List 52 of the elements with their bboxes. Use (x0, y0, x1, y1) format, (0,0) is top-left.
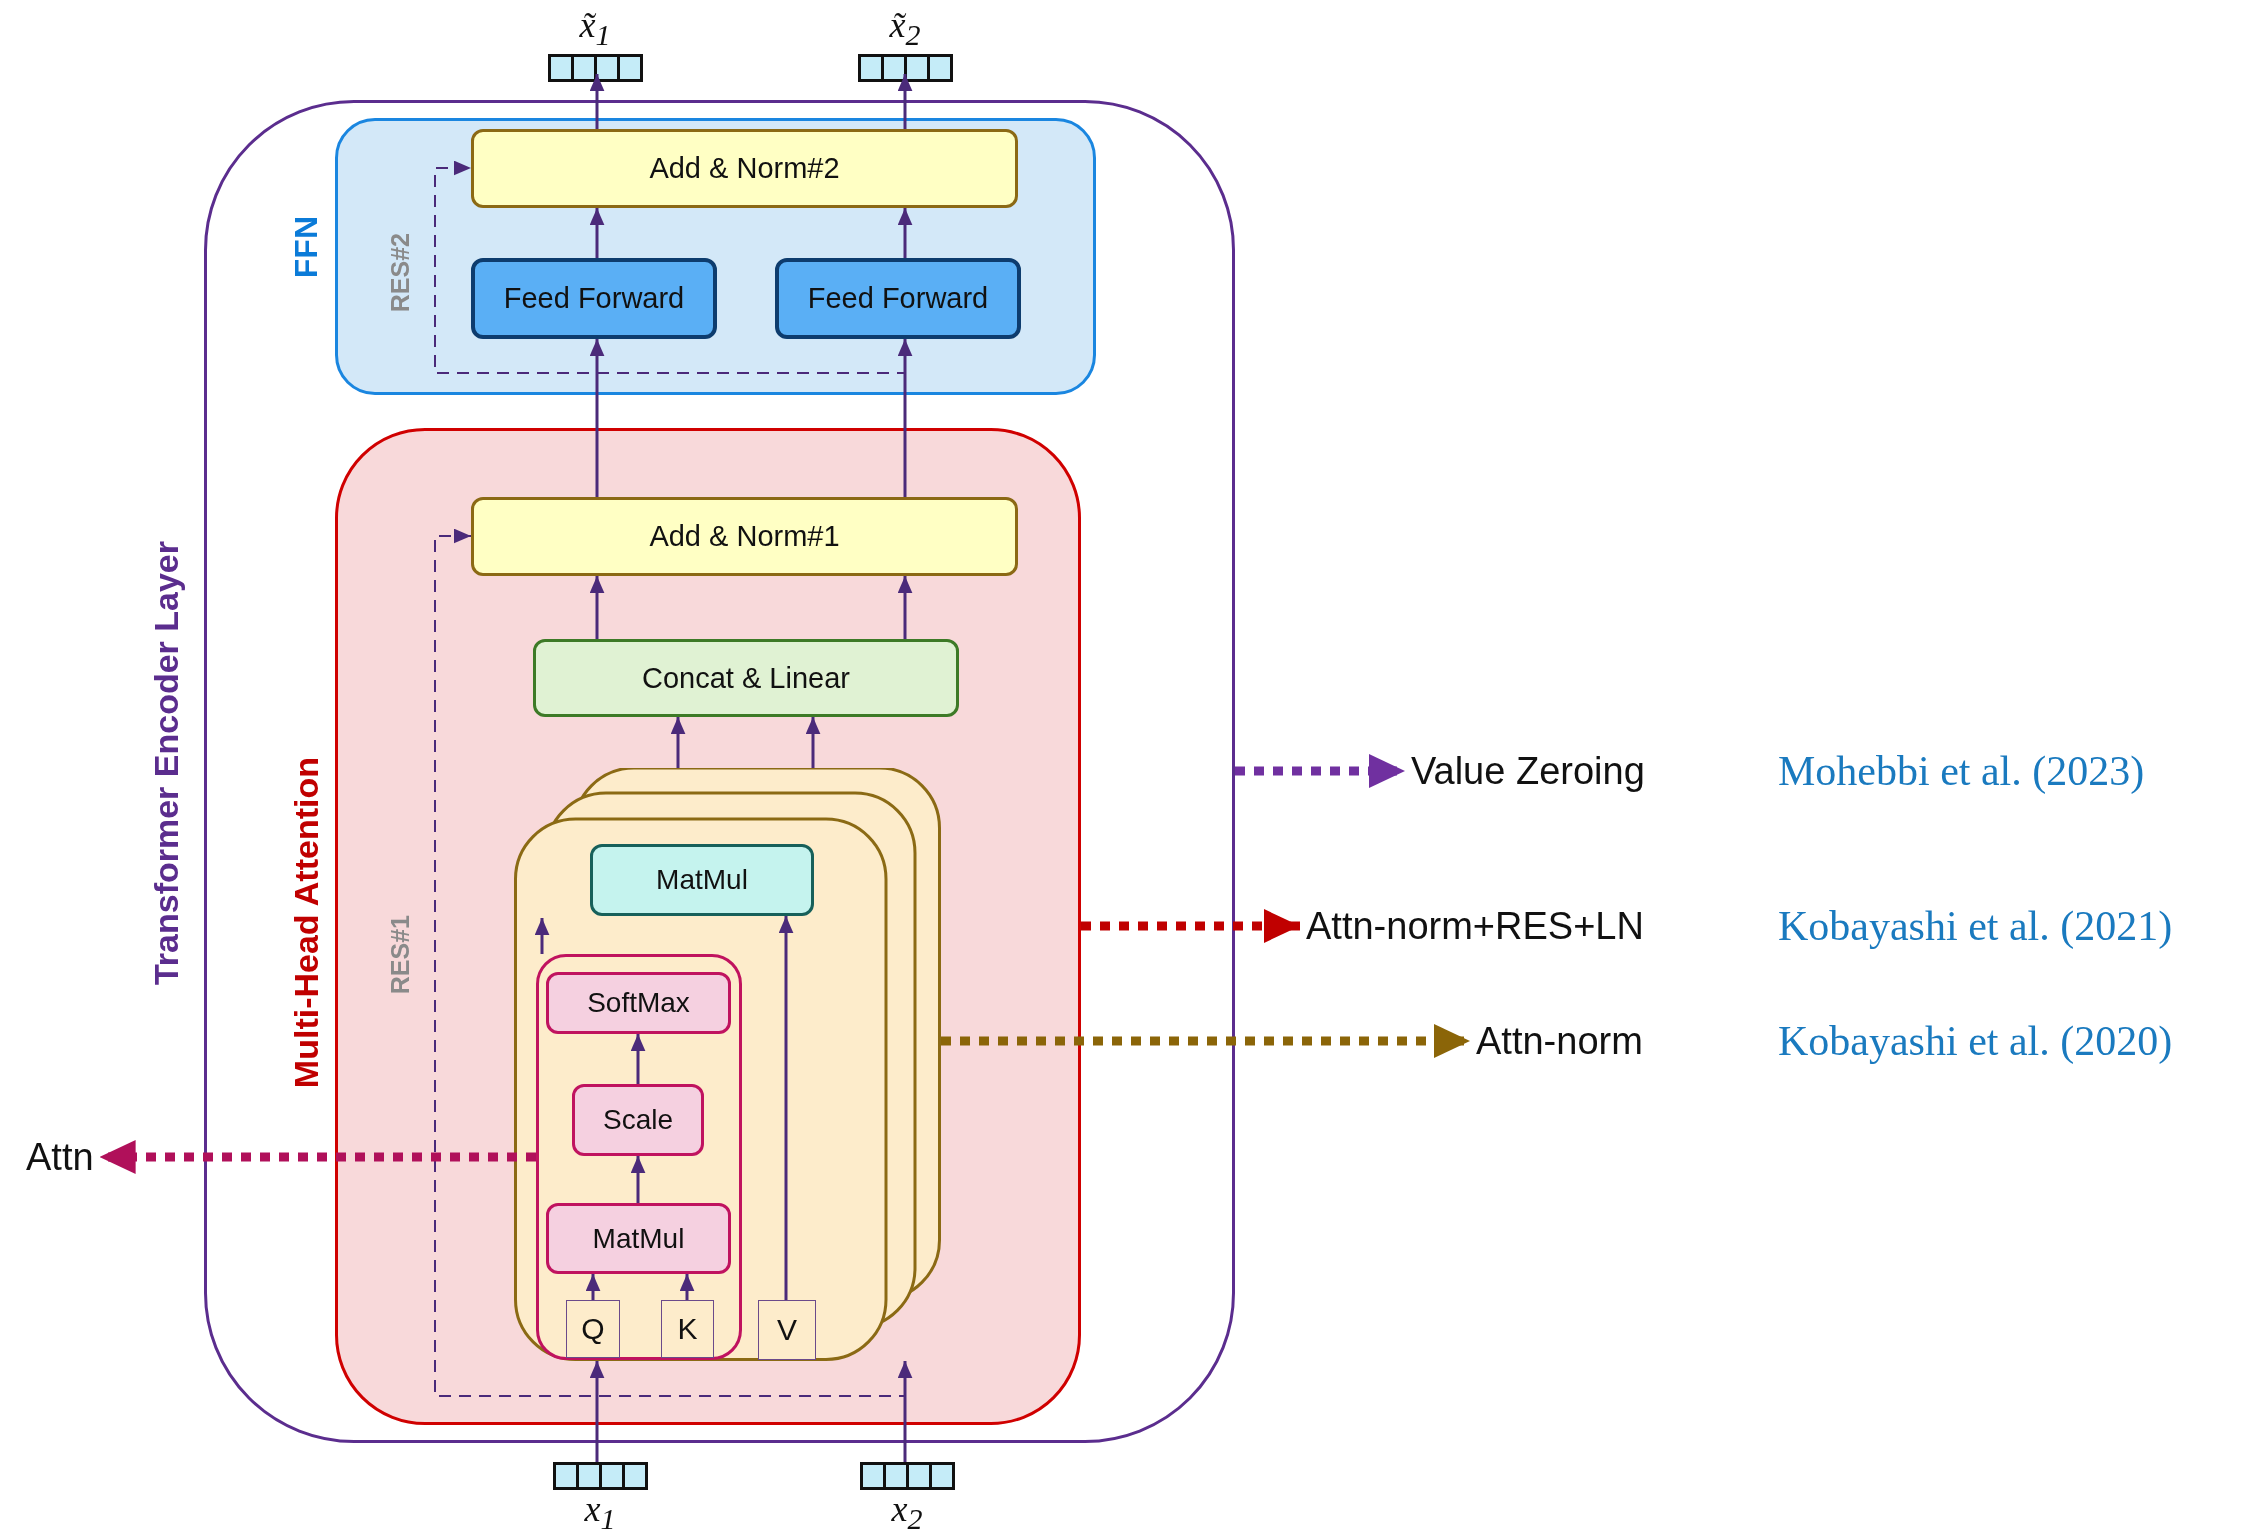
dotted-arrow (99, 1140, 536, 1174)
arrow (679, 1274, 695, 1300)
feed-forward-box: Feed Forward (471, 258, 717, 339)
dotted-arrow (1081, 909, 1300, 943)
attention-heads-stack (514, 768, 941, 1361)
operation-box: MatMul (546, 1203, 731, 1274)
edge-label: RES#2 (387, 233, 413, 313)
arrow (589, 208, 605, 258)
feed-forward-box: Feed Forward (775, 258, 1021, 339)
vector-label: x̃$_{1}$ (579, 6, 611, 54)
vector-label: x̃$_{2}$ (889, 6, 921, 54)
arrow (589, 339, 605, 497)
arrow (897, 208, 913, 258)
operation-box: Scale (572, 1084, 704, 1156)
arrow (630, 1034, 646, 1084)
arrow (670, 717, 686, 768)
add-norm-box: Add & Norm#1 (471, 497, 1018, 576)
matmul-box: MatMul (590, 844, 814, 916)
arrow (778, 916, 794, 1300)
scaled-dot-product-panel (536, 954, 742, 1360)
arrow (534, 918, 550, 954)
input-box: Q (566, 1300, 620, 1358)
concat-linear-box: Concat & Linear (533, 639, 959, 717)
arrow (897, 1361, 913, 1462)
output-label: Value Zeroing (1405, 745, 1651, 797)
output-label: Attn-norm+RES+LN (1300, 900, 1650, 952)
arrow (897, 74, 913, 129)
add-norm-box: Add & Norm#2 (471, 129, 1018, 208)
input-box: K (661, 1300, 714, 1358)
arrow (805, 717, 821, 768)
edge-label: RES#1 (387, 915, 413, 995)
input-box: V (758, 1300, 816, 1360)
arrow (630, 1156, 646, 1203)
dotted-arrow (1235, 754, 1405, 788)
arrow (897, 576, 913, 639)
output-label: Attn-norm (1470, 1015, 1649, 1067)
citation-text: Mohebbi et al. (2023) (1778, 747, 2145, 796)
arrow (589, 576, 605, 639)
section-title: Transformer Encoder Layer (149, 540, 183, 986)
arrow (897, 339, 913, 497)
section-title: Multi-Head Attention (289, 757, 323, 1089)
arrow (589, 74, 605, 129)
dotted-arrow (941, 1024, 1470, 1058)
operation-box: SoftMax (546, 972, 731, 1034)
citation-text: Kobayashi et al. (2021) (1778, 902, 2173, 951)
output-label: Attn (20, 1131, 100, 1183)
citation-text: Kobayashi et al. (2020) (1778, 1017, 2173, 1066)
arrow (589, 1361, 605, 1462)
vector-label: x$_{1}$ (584, 1490, 616, 1531)
section-title: FFN (290, 215, 322, 279)
vector-label: x$_{2}$ (891, 1490, 923, 1531)
arrow (585, 1274, 601, 1300)
